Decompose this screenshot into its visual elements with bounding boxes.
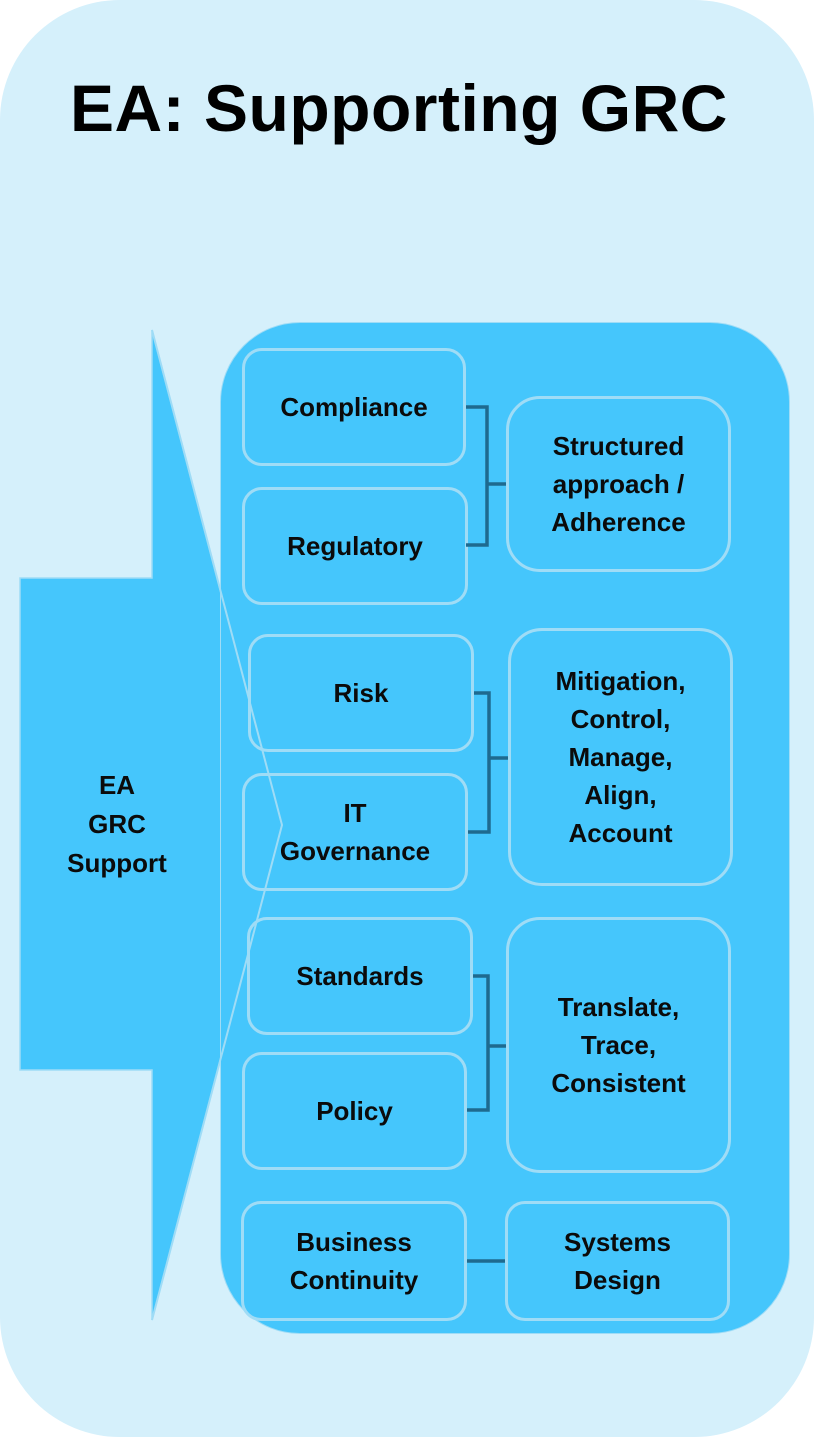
mitigation-line: Control, <box>570 704 671 734</box>
systems-design-line: Systems <box>564 1227 671 1257</box>
translate-line: Consistent <box>551 1068 686 1098</box>
translate-line: Trace, <box>580 1030 657 1060</box>
arrow-label-line: Support <box>67 848 167 878</box>
mitigation-line: Align, <box>584 780 657 810</box>
policy-label: Policy <box>316 1096 393 1126</box>
standards-box: Standards <box>247 917 473 1035</box>
it-governance-box: IT Governance <box>242 773 468 891</box>
systems-design-box: Systems Design <box>505 1201 730 1321</box>
arrow-label-line: GRC <box>88 809 146 839</box>
translate-box: Translate, Trace, Consistent <box>506 917 731 1173</box>
grc-panel <box>220 322 790 1334</box>
structured-approach-line: Structured <box>552 431 685 461</box>
translate-line: Translate, <box>557 992 680 1022</box>
mitigation-line: Manage, <box>568 742 673 772</box>
regulatory-label: Regulatory <box>287 531 423 561</box>
arrow-label-line: EA <box>98 770 136 800</box>
mitigation-box: Mitigation, Control, Manage, Align, Acco… <box>508 628 733 886</box>
structured-approach-box: Structured approach / Adherence <box>506 396 731 572</box>
compliance-box: Compliance <box>242 348 466 466</box>
structured-approach-line: Adherence <box>551 507 686 537</box>
business-continuity-box: Business Continuity <box>241 1201 467 1321</box>
regulatory-box: Regulatory <box>242 487 468 605</box>
business-continuity-label: Business Continuity <box>289 1227 419 1295</box>
risk-label: Risk <box>333 678 389 708</box>
standards-label: Standards <box>296 961 424 991</box>
page-title: EA: Supporting GRC <box>70 71 728 145</box>
structured-approach-line: approach / <box>552 469 685 499</box>
mitigation-line: Mitigation, <box>555 666 686 696</box>
mitigation-line: Account <box>568 818 673 848</box>
it-governance-label: IT Governance <box>279 798 431 866</box>
arrow-label: EA GRC Support <box>40 766 194 883</box>
compliance-label: Compliance <box>280 392 428 422</box>
risk-box: Risk <box>248 634 474 752</box>
policy-box: Policy <box>242 1052 467 1170</box>
systems-design-line: Design <box>574 1265 661 1295</box>
